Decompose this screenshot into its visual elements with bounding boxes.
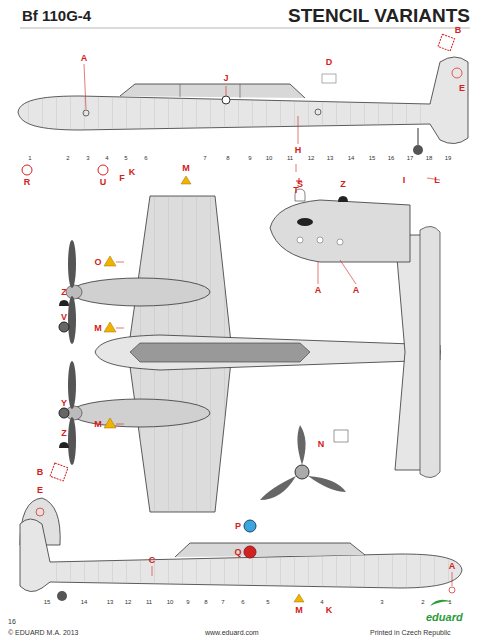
callout-number: 3 [86,155,89,161]
callout-number: 10 [266,155,273,161]
callout-number: 18 [426,155,433,161]
callout-letter: U [100,178,107,187]
callout-number: 5 [266,599,269,605]
callout-number: 12 [125,599,132,605]
callout-letter: Z [61,288,67,297]
callout-number: 4 [105,155,108,161]
callout-letter: C [149,556,156,565]
callout-letter: J [223,74,228,83]
callout-letter: D [326,58,333,67]
callout-number: 2 [421,599,424,605]
callout-letter: S [297,180,303,189]
callout-number: 1 [28,155,31,161]
callout-letter: L [434,176,440,185]
callout-number: 2 [66,155,69,161]
callout-letter: O [94,258,101,267]
callout-number: 14 [348,155,355,161]
callout-number: 1 [448,599,451,605]
brand-logo: eduard [426,612,463,623]
callout-letter: M [94,420,102,429]
callout-number: 6 [241,599,244,605]
callout-letter: K [129,168,136,177]
callout-letter: A [449,562,456,571]
callout-number: 15 [369,155,376,161]
callout-letter: B [455,26,462,35]
callout-number: 3 [380,599,383,605]
footer-note: Printed in Czech Republic [370,629,451,636]
callout-number: 6 [144,155,147,161]
callout-letter: M [182,164,190,173]
callout-letter: K [326,606,333,615]
callout-number: 9 [248,155,251,161]
callout-number: 11 [287,155,293,161]
callout-number: 5 [124,155,127,161]
callout-letter: A [81,54,88,63]
callout-letter: Q [234,548,241,557]
page-title: STENCIL VARIANTS [288,6,470,25]
callout-letter: A [353,286,360,295]
callout-number: 11 [146,599,152,605]
callout-letter: N [318,440,325,449]
callout-number: 13 [107,599,114,605]
aircraft-name: Bf 110G-4 [22,8,91,23]
callout-number: 14 [81,599,88,605]
callout-number: 10 [167,599,174,605]
callout-number: 9 [186,599,189,605]
callout-number: 4 [320,599,323,605]
callout-letter: P [235,522,241,531]
callout-letter: E [37,486,43,495]
callout-letter: I [403,176,406,185]
callout-number: 15 [44,599,51,605]
callout-letter: Z [340,180,346,189]
footer-note: © EDUARD M.A. 2013 [8,629,79,636]
callout-letter: Y [61,399,67,408]
callout-letter: F [119,174,125,183]
callout-letter: Z [61,429,67,438]
callout-number: 17 [407,155,414,161]
callout-letter: A [315,286,322,295]
callout-number: 13 [327,155,334,161]
callout-letter: V [61,313,67,322]
callout-letter: M [94,324,102,333]
callout-number: 12 [308,155,315,161]
callout-number: 19 [445,155,452,161]
callout-letter: R [24,178,31,187]
callout-letter: B [37,468,44,477]
callout-letter: M [295,606,303,615]
footer-note: www.eduard.com [205,629,259,636]
callout-number: 16 [388,155,395,161]
footer-note: 16 [8,618,16,625]
callout-number: 8 [204,599,207,605]
callout-number: 8 [226,155,229,161]
callout-number: 7 [221,599,224,605]
callout-letter: E [459,84,465,93]
callout-letter: H [295,146,302,155]
callout-number: 7 [203,155,206,161]
